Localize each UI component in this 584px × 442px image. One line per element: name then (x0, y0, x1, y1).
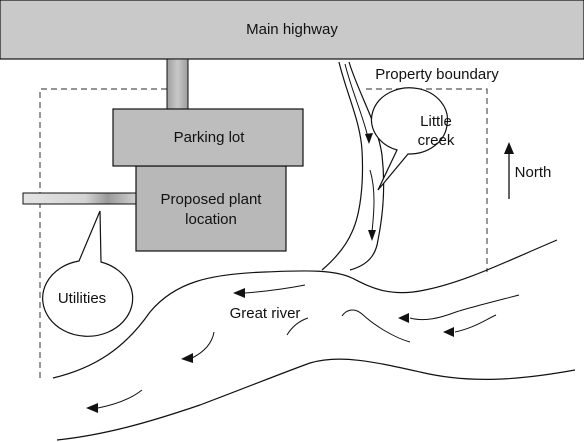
river-flow-line-2 (454, 314, 497, 333)
plant-label-line1: Proposed plant (161, 191, 263, 208)
main-highway (0, 0, 584, 60)
utilities-pipe (22, 192, 137, 205)
utilities-callout-label: Utilities (58, 290, 106, 307)
river-flow-arrowhead-1 (398, 313, 409, 323)
utilities-callout-bubble (42, 210, 134, 337)
river-flow-arrowhead-7 (86, 403, 98, 413)
river-flow-line-7 (97, 389, 143, 409)
access-road (166, 58, 189, 110)
main-highway-label: Main highway (246, 21, 338, 38)
river-flow-arrowhead-2 (443, 327, 454, 337)
river-bank-south (56, 358, 576, 441)
north-arrow-head (504, 142, 514, 154)
property-boundary-label: Property boundary (375, 66, 499, 83)
creek-flow-arrowhead-2 (368, 230, 376, 241)
creek-callout-line2: creek (418, 132, 455, 149)
river-flow-line-5 (286, 317, 309, 336)
creek-flow-line (344, 63, 369, 139)
plant-label-line2: location (185, 211, 237, 228)
north-label: North (515, 164, 552, 181)
river-flow-line-3 (341, 309, 411, 343)
creek-flow-line-2 (369, 169, 375, 233)
river-flow-line-6 (191, 331, 215, 359)
river-flow-line-4 (244, 284, 306, 294)
river-bank-north (52, 239, 558, 379)
river-flow-line-1 (409, 294, 520, 321)
creek-bank-east (348, 61, 385, 271)
parking-lot-label: Parking lot (174, 129, 246, 146)
great-river-label: Great river (230, 305, 301, 322)
creek-flow-arrowhead (365, 133, 373, 144)
creek-callout-line1: Little (420, 113, 452, 130)
river-flow-arrowhead-6 (181, 353, 193, 363)
creek-callout-bubble (370, 87, 449, 191)
proposed-plant-location (135, 165, 287, 252)
river-flow-arrowhead-4 (233, 288, 245, 298)
parking-lot (112, 108, 304, 167)
creek-bank-west (321, 61, 364, 271)
